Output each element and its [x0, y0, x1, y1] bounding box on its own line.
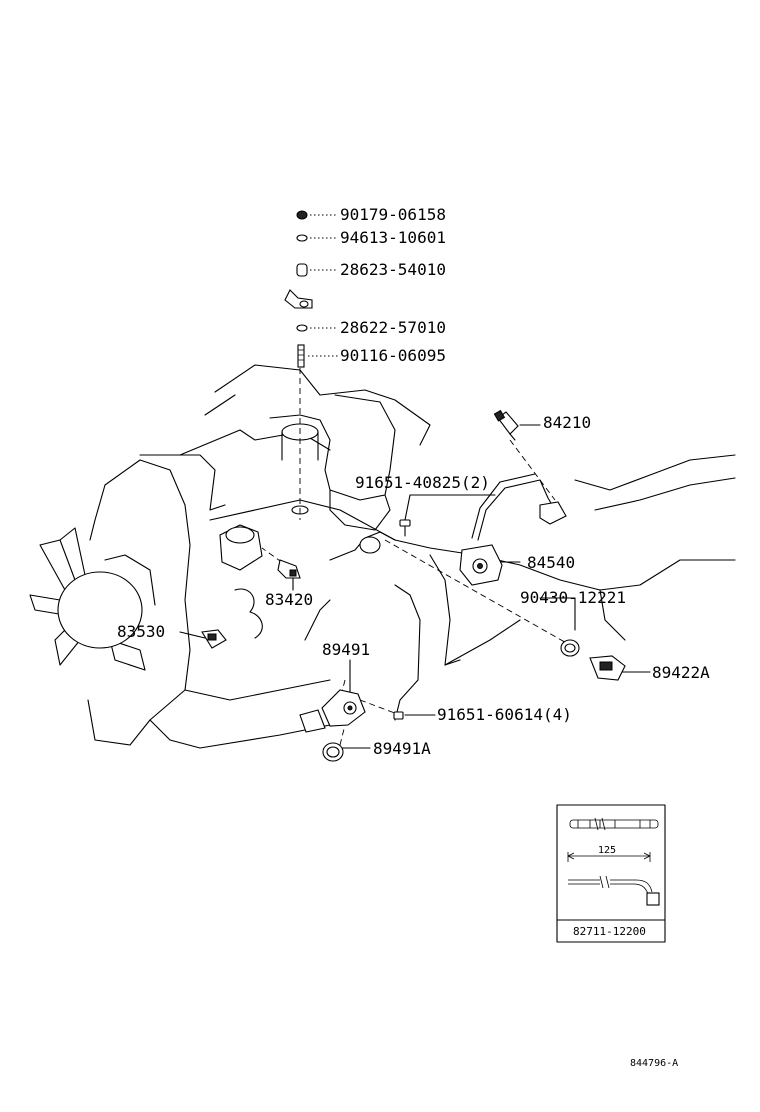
- oring-89491a-icon: [322, 742, 344, 762]
- label-90116-06095: 90116-06095: [340, 346, 446, 365]
- sensor-83420-icon: [219, 524, 301, 579]
- label-94613-10601: 94613-10601: [340, 228, 446, 247]
- label-84210: 84210: [543, 413, 591, 432]
- inset-box: 125 82711-12200: [556, 804, 666, 943]
- label-91651-40825: 91651-40825(2): [355, 473, 490, 492]
- label-83420: 83420: [265, 590, 313, 609]
- label-91651-60614: 91651-60614(4): [437, 705, 572, 724]
- washer-94613: [296, 234, 308, 242]
- part-labels: 90179-06158 94613-10601 28623-54010 2862…: [117, 205, 710, 758]
- label-84540: 84540: [527, 553, 575, 572]
- inset-sensor-icon: [569, 817, 659, 831]
- spacer-28623: [296, 263, 308, 277]
- washer-28622: [296, 324, 308, 332]
- figure-code: 844796-A: [630, 1058, 678, 1069]
- label-89491: 89491: [322, 640, 370, 659]
- label-83530: 83530: [117, 622, 165, 641]
- label-28622-57010: 28622-57010: [340, 318, 446, 337]
- sensor-89422a-icon: [589, 655, 626, 681]
- bracket-89491-icon: [299, 689, 366, 733]
- stud-90116: [297, 344, 305, 368]
- switch-84210-icon: [493, 409, 519, 441]
- nut-90179: [296, 210, 308, 220]
- stud-stack: [284, 210, 313, 368]
- bolt-91651-40825-icon: [399, 519, 411, 537]
- label-90179-06158: 90179-06158: [340, 205, 446, 224]
- fan-blades: [29, 527, 156, 671]
- label-89491a: 89491A: [373, 739, 431, 758]
- leader-lines: [179, 214, 651, 749]
- bolt-91651-60614-icon: [393, 711, 404, 720]
- gasket-90430-icon: [560, 639, 580, 657]
- inset-dimension: 125: [598, 845, 616, 856]
- label-90430-12221: 90430-12221: [520, 588, 626, 607]
- inset-part-number: 82711-12200: [573, 925, 646, 938]
- label-89422a: 89422A: [652, 663, 710, 682]
- engine-block-outline: [87, 364, 736, 749]
- label-28623-54010: 28623-54010: [340, 260, 446, 279]
- sensor-83530-icon: [201, 629, 227, 649]
- inset-cable-icon: [568, 875, 660, 906]
- sensor-84540-icon: [459, 473, 567, 586]
